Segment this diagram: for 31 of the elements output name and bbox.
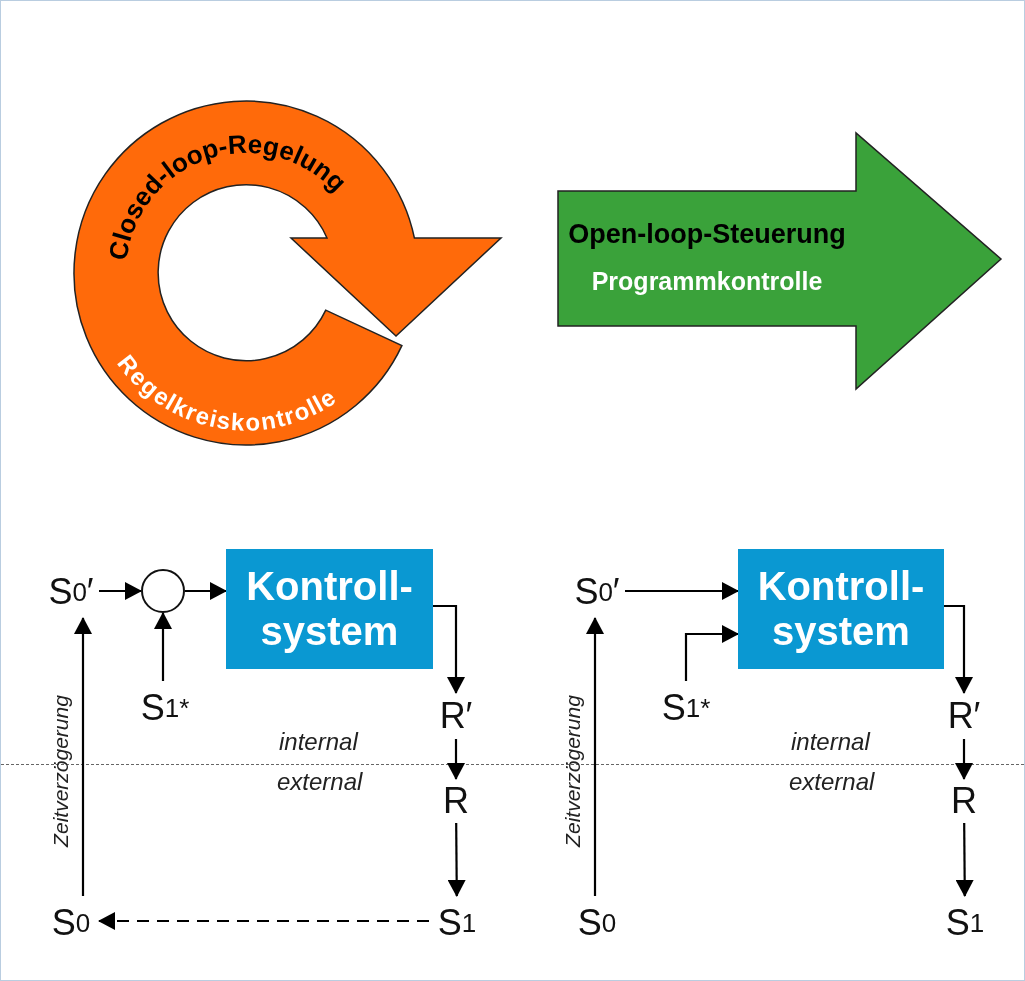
box-label: Kontroll- system xyxy=(245,564,414,654)
arrow xyxy=(955,823,974,897)
control-system-box xyxy=(738,549,944,669)
arrow xyxy=(433,604,465,694)
zone-label: internal xyxy=(791,728,870,756)
arrow xyxy=(447,823,466,897)
edge-label: Zeitverzögerung xyxy=(561,695,585,847)
edge-label: Zeitverzögerung xyxy=(49,695,73,847)
signal-symbol: R xyxy=(945,779,983,823)
signal-symbol: R′ xyxy=(433,693,479,739)
zone-label: internal xyxy=(279,728,358,756)
arrow xyxy=(586,617,604,896)
summing-circle xyxy=(141,569,185,613)
arrow xyxy=(185,582,227,600)
arrow xyxy=(944,604,973,694)
control-system-box xyxy=(226,549,433,669)
box-label: Kontroll- system xyxy=(756,564,926,654)
arrow xyxy=(74,617,92,896)
signal-symbol: R xyxy=(437,779,475,823)
signal-symbol: R′ xyxy=(941,693,987,739)
zone-label: external xyxy=(277,768,363,796)
arrow xyxy=(625,582,739,600)
arrow xyxy=(447,739,465,780)
arrow-subtitle: Programmkontrolle xyxy=(590,267,824,296)
arrow xyxy=(99,582,142,600)
arrow xyxy=(955,739,973,780)
arrow xyxy=(684,625,739,681)
arrow xyxy=(154,612,172,681)
arrow-title: Open-loop-Steuerung xyxy=(567,219,847,250)
arrow xyxy=(98,912,429,930)
zone-label: external xyxy=(789,768,875,796)
